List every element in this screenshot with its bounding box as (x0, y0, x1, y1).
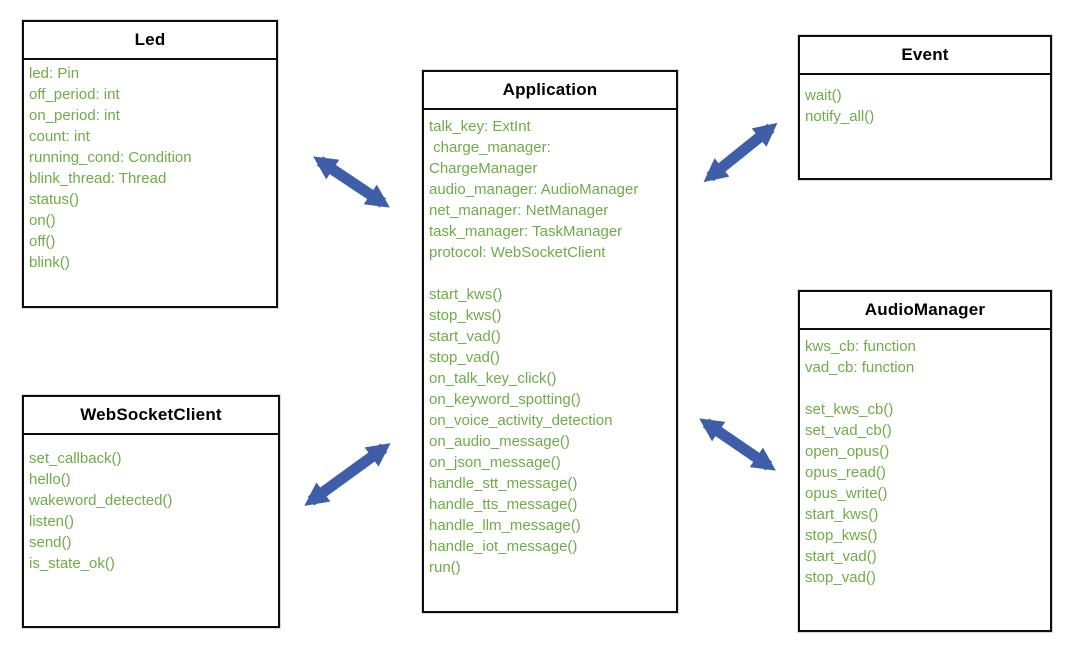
class-box-websocketclient: WebSocketClient set_callback() hello() wak… (22, 395, 280, 628)
class-title-led: Led (24, 22, 276, 60)
class-member: handle_stt_message() (429, 475, 578, 492)
class-member: net_manager: NetManager (429, 202, 609, 219)
arrow-websocketclient-application (304, 443, 391, 506)
class-member: set_kws_cb() (805, 401, 894, 418)
class-member: talk_key: ExtInt (429, 118, 531, 135)
class-box-event: Event wait() notify_all() (798, 35, 1052, 180)
class-member: set_callback() (29, 450, 122, 467)
class-member: opus_read() (805, 464, 886, 481)
class-member: send() (29, 534, 72, 551)
class-member: listen() (29, 513, 75, 530)
class-member: protocol: WebSocketClient (429, 244, 606, 261)
class-member: off_period: int (29, 86, 120, 103)
class-member: off() (29, 233, 56, 250)
arrow-led-application (313, 156, 390, 208)
class-member: handle_tts_message() (429, 496, 578, 513)
class-member: on_period: int (29, 107, 120, 124)
class-member: stop_kws() (805, 527, 878, 544)
class-member: running_cond: Condition (29, 149, 192, 166)
class-member: handle_llm_message() (429, 517, 581, 534)
class-member: ChargeManager (429, 160, 538, 177)
class-member: hello() (29, 471, 71, 488)
class-title-application: Application (424, 72, 676, 110)
class-member: stop_vad() (429, 349, 500, 366)
class-member: run() (429, 559, 461, 576)
class-member: opus_write() (805, 485, 888, 502)
class-member: handle_iot_message() (429, 538, 578, 555)
class-members-event: wait() notify_all() (800, 75, 1050, 127)
class-member: blink_thread: Thread (29, 170, 167, 187)
class-member: led: Pin (29, 65, 80, 82)
class-members-application: talk_key: ExtInt charge_manager: ChargeMa… (424, 110, 676, 578)
class-member: is_state_ok() (29, 555, 115, 572)
class-member: stop_kws() (429, 307, 502, 324)
class-member: wakeword_detected() (29, 492, 173, 509)
class-members-websocketclient: set_callback() hello() wakeword_detected()… (24, 435, 278, 574)
class-member: kws_cb: function (805, 338, 916, 355)
class-member: open_opus() (805, 443, 890, 460)
class-title-audiomanager: AudioManager (800, 292, 1050, 330)
class-member: charge_manager: (429, 139, 551, 156)
class-box-audiomanager: AudioManager kws_cb: function vad_cb: fun… (798, 290, 1052, 632)
class-member: on_audio_message() (429, 433, 570, 450)
class-member: on_json_message() (429, 454, 561, 471)
class-member: blink() (29, 254, 70, 271)
class-member (805, 378, 1046, 399)
class-member: notify_all() (805, 108, 875, 125)
class-member: start_kws() (429, 286, 503, 303)
class-member: status() (29, 191, 80, 208)
class-member: vad_cb: function (805, 359, 915, 376)
class-members-led: led: Pin off_period: int on_period: int cou… (24, 60, 276, 273)
class-title-websocketclient: WebSocketClient (24, 397, 278, 435)
class-member: set_vad_cb() (805, 422, 892, 439)
class-member: wait() (805, 87, 842, 104)
class-member: start_vad() (429, 328, 501, 345)
arrow-application-audiomanager (699, 418, 776, 471)
class-member: task_manager: TaskManager (429, 223, 623, 240)
class-box-led: Led led: Pin off_period: int on_period: in… (22, 20, 278, 308)
class-member (429, 263, 672, 284)
class-member: start_vad() (805, 548, 877, 565)
class-box-application: Application talk_key: ExtInt charge_mana… (422, 70, 678, 613)
arrow-application-event (703, 122, 778, 183)
class-member: on_keyword_spotting() (429, 391, 581, 408)
class-member: stop_vad() (805, 569, 876, 586)
class-member: audio_manager: AudioManager (429, 181, 639, 198)
class-title-event: Event (800, 37, 1050, 75)
class-members-audiomanager: kws_cb: function vad_cb: function set_kws… (800, 330, 1050, 588)
class-member: count: int (29, 128, 90, 145)
class-member: on() (29, 212, 56, 229)
class-member: on_talk_key_click() (429, 370, 557, 387)
class-member: start_kws() (805, 506, 879, 523)
class-member: on_voice_activity_detection (429, 412, 613, 429)
